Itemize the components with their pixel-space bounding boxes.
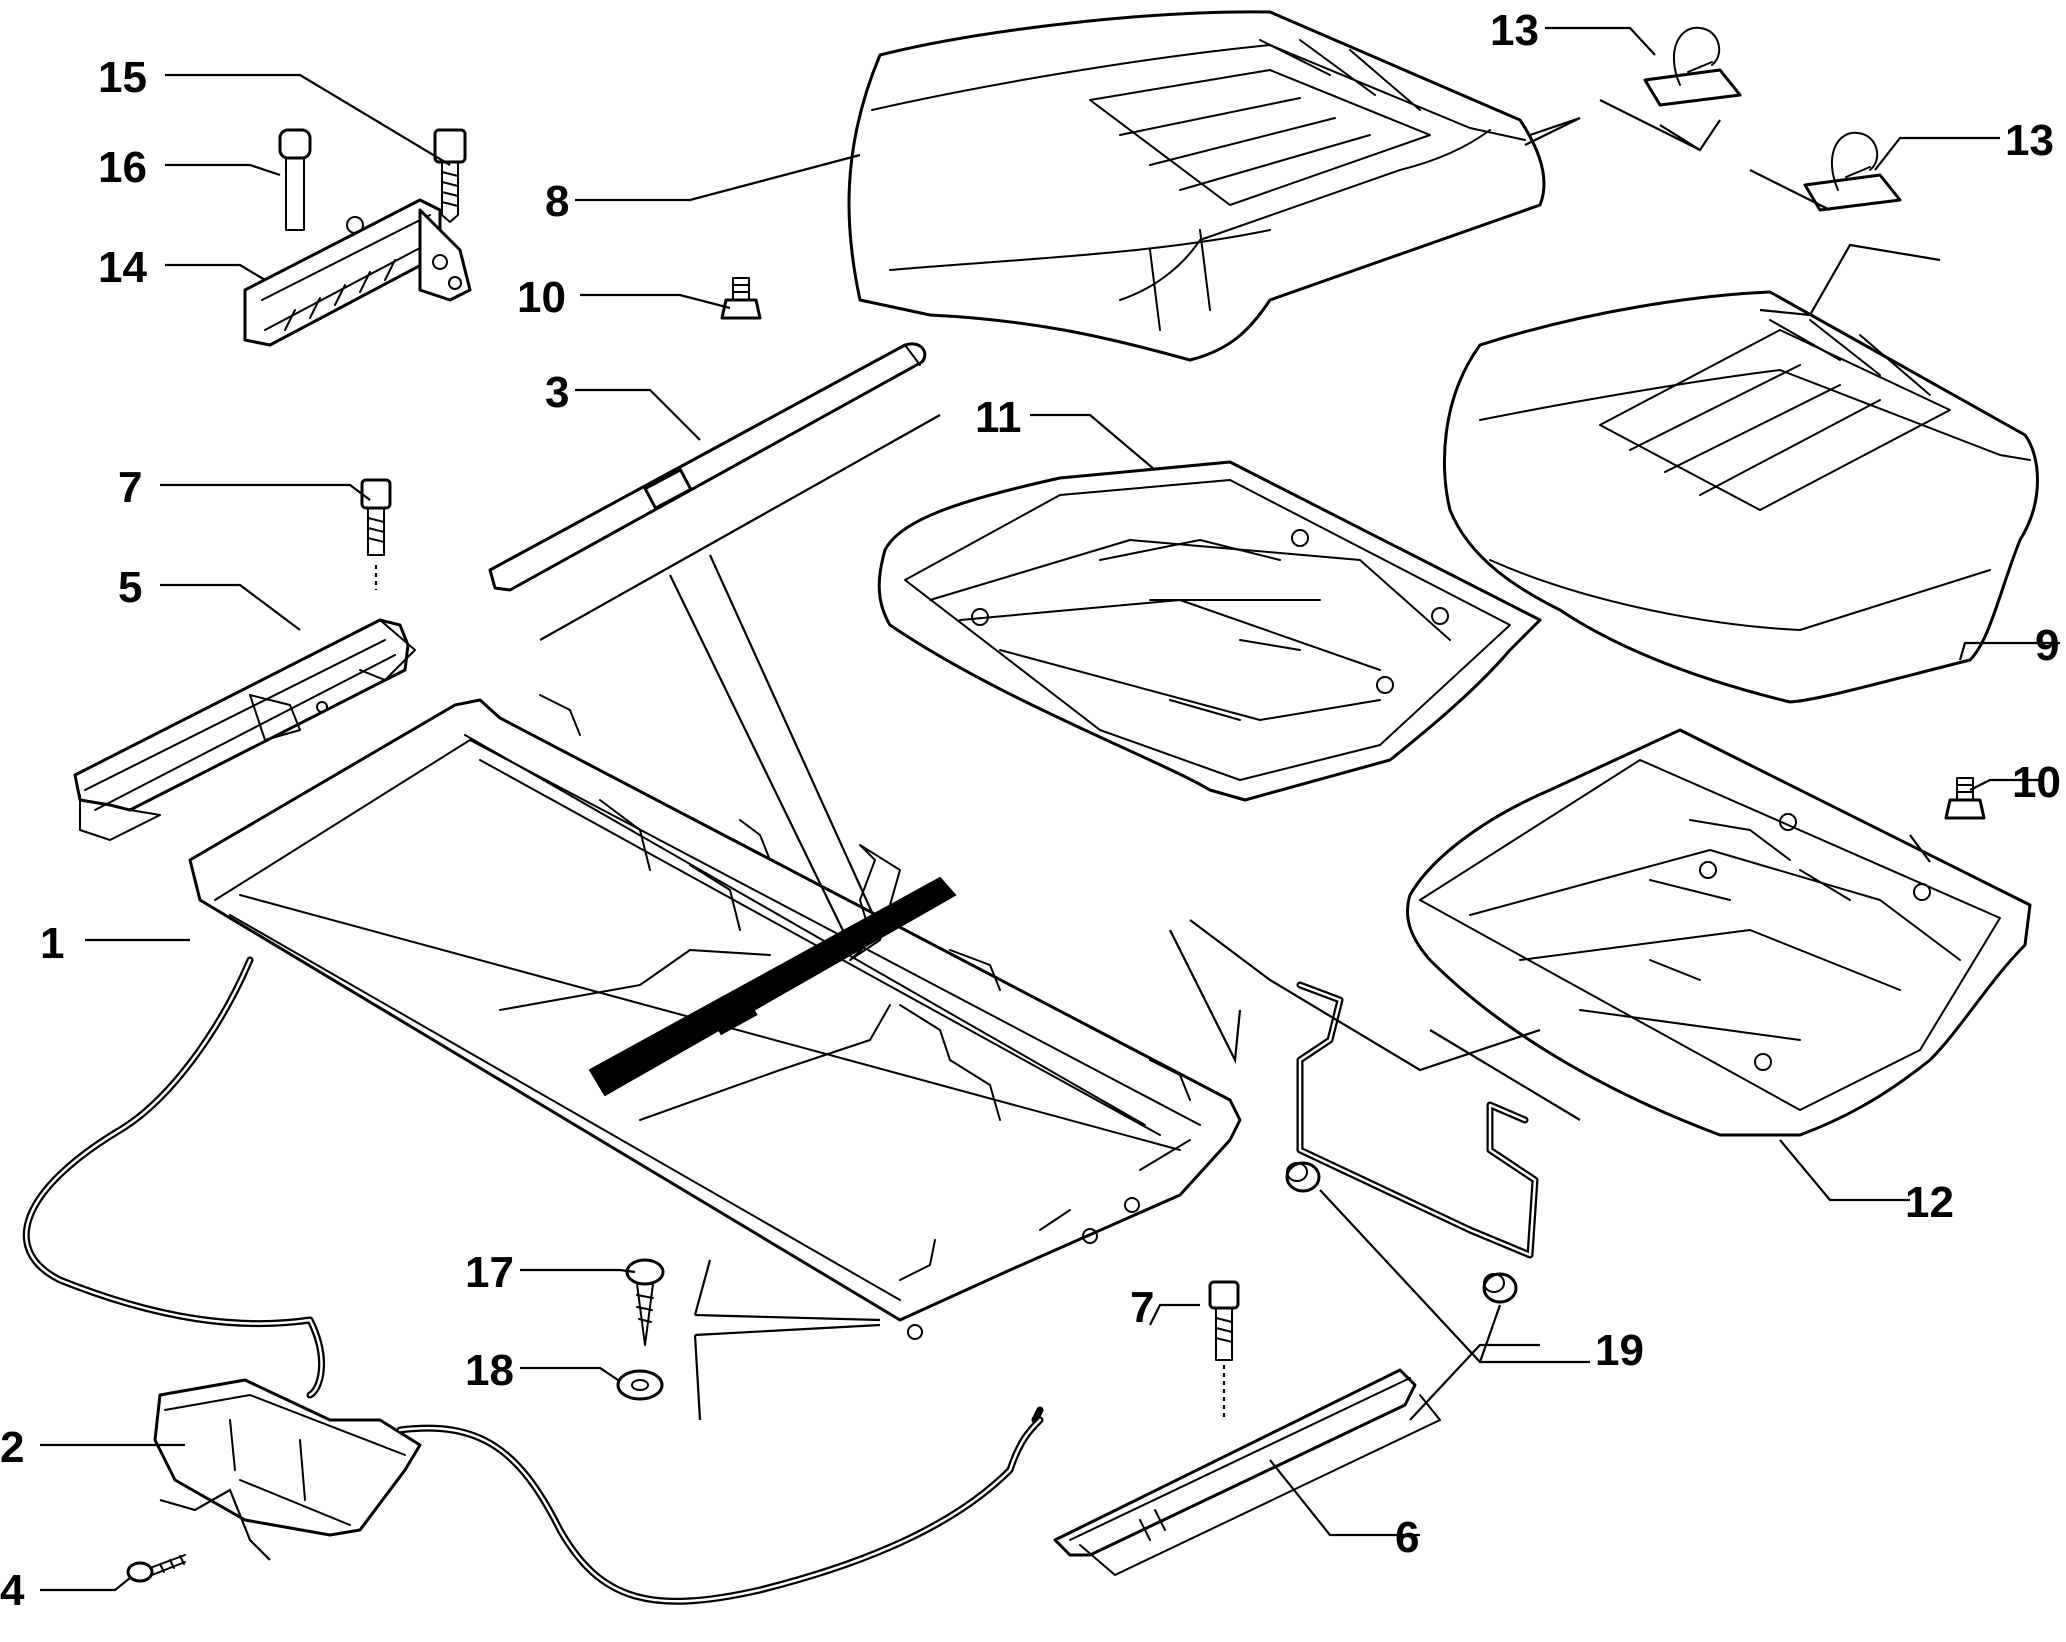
callout-15: 15 — [98, 53, 147, 102]
part-4-screw — [126, 1554, 186, 1583]
callout-11: 11 — [975, 393, 1022, 442]
release-cable — [22, 956, 1044, 1605]
callout-10-upper: 10 — [517, 273, 566, 322]
callout-9: 9 — [2035, 621, 2059, 670]
callout-7-upper: 7 — [118, 463, 142, 512]
part-13-hook-upper — [1643, 26, 1742, 107]
part-15-bolt — [433, 128, 467, 223]
callout-16: 16 — [98, 143, 147, 192]
part-2-lever-handle — [153, 1378, 422, 1537]
leader-lines — [40, 26, 2060, 1592]
part-10-clip-lower — [1944, 777, 1986, 820]
part-7-bolt-lower — [1208, 1280, 1240, 1420]
part-13-hook-lower — [1803, 131, 1902, 212]
part-19-plug-right — [1482, 1272, 1518, 1304]
black-strap — [588, 876, 957, 1097]
callout-13-lower: 13 — [2005, 116, 2054, 165]
callout-7-lower: 7 — [1130, 1283, 1154, 1332]
callout-5: 5 — [118, 563, 142, 612]
part-12-seat-pan — [1406, 728, 2032, 1137]
part-10-clip-upper — [720, 277, 762, 320]
part-8-seat-cushion — [847, 10, 1546, 362]
callout-17: 17 — [465, 1248, 514, 1297]
callout-labels: 1 2 3 4 5 6 7 7 8 9 10 10 11 12 13 13 14… — [0, 6, 2061, 1615]
part-6-seat-rail — [1053, 1368, 1441, 1576]
callout-13-upper: 13 — [1490, 6, 1539, 55]
part-9-seat-cushion — [1442, 290, 2039, 704]
part-3-strap — [488, 342, 927, 592]
callout-19: 19 — [1595, 1326, 1644, 1375]
callout-14: 14 — [98, 243, 147, 292]
part-14-bracket — [243, 198, 472, 347]
callout-3: 3 — [545, 368, 569, 417]
part-19-plug-left — [1285, 1161, 1321, 1193]
part-11-seat-pan — [877, 460, 1542, 802]
part-16-pin — [278, 128, 312, 231]
part-5-seat-rail — [73, 618, 416, 841]
callout-6: 6 — [1395, 1513, 1419, 1562]
callout-8: 8 — [545, 177, 569, 226]
callout-2: 2 — [0, 1423, 24, 1472]
callout-1: 1 — [40, 919, 64, 968]
callout-18: 18 — [465, 1346, 514, 1395]
wire-bracket — [1296, 981, 1539, 1259]
part-18-washer — [616, 1369, 664, 1401]
callout-4: 4 — [0, 1566, 25, 1615]
callout-12: 12 — [1905, 1178, 1954, 1227]
callout-10-lower: 10 — [2012, 758, 2061, 807]
